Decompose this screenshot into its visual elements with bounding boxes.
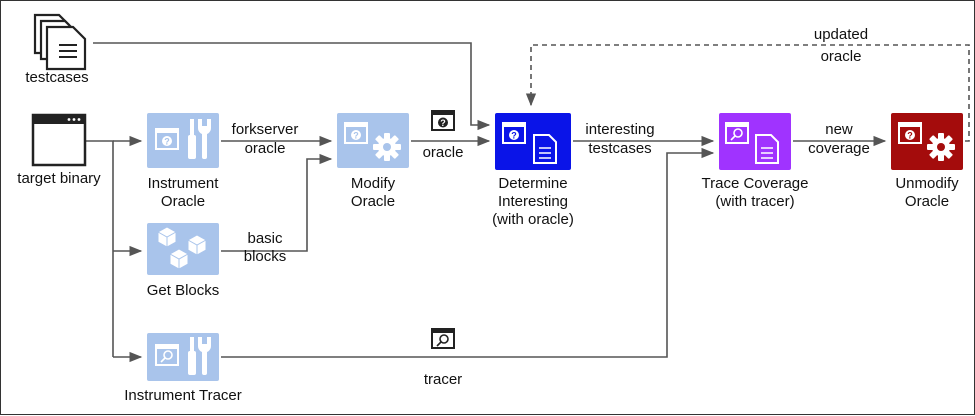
document-icon xyxy=(533,134,557,164)
unmodify-oracle-label-2: Oracle xyxy=(905,193,949,210)
modify-oracle-label-1: Modify xyxy=(351,175,396,192)
instrument-oracle-node: ? Instrument Oracle xyxy=(147,113,219,210)
target-binary-label: target binary xyxy=(17,170,101,187)
edge-label-testcases: testcases xyxy=(588,140,651,157)
determine-label-2: Interesting xyxy=(498,193,568,210)
screwdriver-icon xyxy=(188,119,196,159)
determine-label-3: (with oracle) xyxy=(492,211,574,228)
wrench-icon xyxy=(198,337,211,375)
unmodify-oracle-node: ? Unmodify Oracle xyxy=(891,113,963,210)
magnifier-window-icon xyxy=(155,344,179,366)
edge-label-basic: basic xyxy=(247,230,283,247)
edge-label-coverage: coverage xyxy=(808,140,870,157)
question-window-icon: ? xyxy=(431,110,455,131)
edge-label-updated-oracle: oracle xyxy=(821,48,862,65)
edge-blocks-to-modify xyxy=(221,153,333,252)
trace-coverage-label-2: (with tracer) xyxy=(715,193,794,210)
cubes-icon xyxy=(157,226,207,270)
window-icon xyxy=(31,113,87,167)
edge-label-tracer: tracer xyxy=(424,371,462,388)
edge-label-new: new xyxy=(825,121,853,138)
testcases-label: testcases xyxy=(25,69,88,86)
determine-label-1: Determine xyxy=(498,175,567,192)
question-window-icon: ? xyxy=(898,122,922,144)
instrument-oracle-label-2: Oracle xyxy=(161,193,205,210)
testcases-node: testcases xyxy=(25,13,89,86)
unmodify-oracle-label-1: Unmodify xyxy=(895,175,959,192)
edge-testcases-to-determine xyxy=(93,42,491,131)
edge-label-forkserver-oracle: oracle xyxy=(245,140,286,157)
svg-text:?: ? xyxy=(440,118,446,128)
instrument-tracer-label: Instrument Tracer xyxy=(124,387,242,404)
edge-label-interesting: interesting xyxy=(585,121,654,138)
edge-label-updated: updated xyxy=(814,26,868,43)
trace-coverage-node: Trace Coverage (with tracer) xyxy=(702,113,809,210)
get-blocks-node: Get Blocks xyxy=(147,223,220,299)
edges xyxy=(85,42,970,363)
instrument-oracle-label-1: Instrument xyxy=(148,175,220,192)
modify-oracle-node: ? Modify Oracle xyxy=(337,113,409,210)
svg-text:?: ? xyxy=(164,137,170,147)
modify-oracle-label-2: Oracle xyxy=(351,193,395,210)
edge-updated-oracle-loop xyxy=(525,44,970,142)
magnifier-window-icon xyxy=(431,328,455,349)
svg-text:?: ? xyxy=(907,131,913,141)
svg-text:?: ? xyxy=(511,131,517,141)
edge-label-oracle: oracle xyxy=(423,144,464,161)
edge-tracer-to-trace xyxy=(221,147,715,358)
determine-interesting-node: ? Determine Interesting (with oracle) xyxy=(492,113,574,228)
gear-icon xyxy=(373,133,401,161)
document-icon xyxy=(755,134,779,164)
question-window-icon: ? xyxy=(502,122,526,144)
question-window-icon: ? xyxy=(155,128,179,150)
edge-label-forkserver: forkserver xyxy=(232,121,299,138)
svg-text:?: ? xyxy=(353,131,359,141)
screwdriver-icon xyxy=(188,337,196,375)
target-binary-node: target binary xyxy=(17,113,101,187)
instrument-tracer-node: Instrument Tracer xyxy=(124,333,242,404)
wrench-icon xyxy=(198,119,211,159)
document-stack-icon xyxy=(33,13,87,71)
trace-coverage-label-1: Trace Coverage xyxy=(702,175,809,192)
get-blocks-label: Get Blocks xyxy=(147,282,220,299)
question-window-icon: ? xyxy=(344,122,368,144)
magnifier-window-icon xyxy=(725,122,749,144)
gear-icon xyxy=(927,133,955,161)
edge-label-blocks: blocks xyxy=(244,248,287,265)
